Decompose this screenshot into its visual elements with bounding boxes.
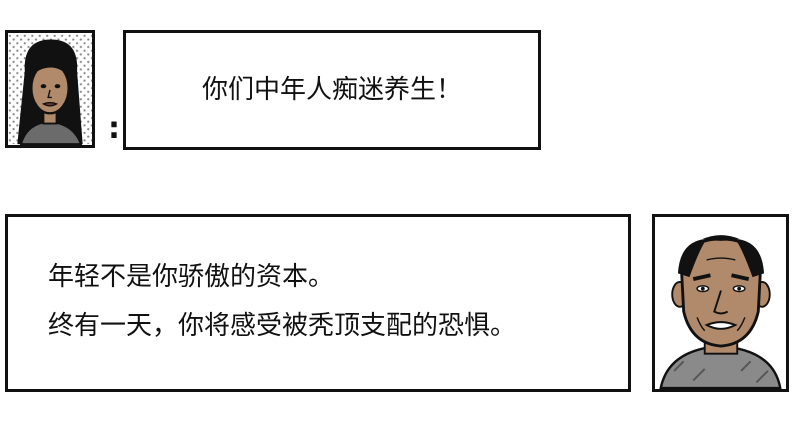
speech-box-man: 年轻不是你骄傲的资本。 终有一天，你将感受被秃顶支配的恐惧。: [5, 214, 631, 392]
speech-box-woman: 你们中年人痴迷养生！: [123, 30, 541, 150]
speech-text: 你们中年人痴迷养生！: [201, 74, 462, 105]
speech-line-1: 年轻不是你骄傲的资本。: [48, 262, 335, 292]
speaker-colon: :: [108, 111, 120, 146]
long-haired-woman-icon: [5, 30, 95, 148]
speech-line-2: 终有一天，你将感受被秃顶支配的恐惧。: [48, 311, 517, 341]
balding-man-icon: [652, 214, 789, 392]
